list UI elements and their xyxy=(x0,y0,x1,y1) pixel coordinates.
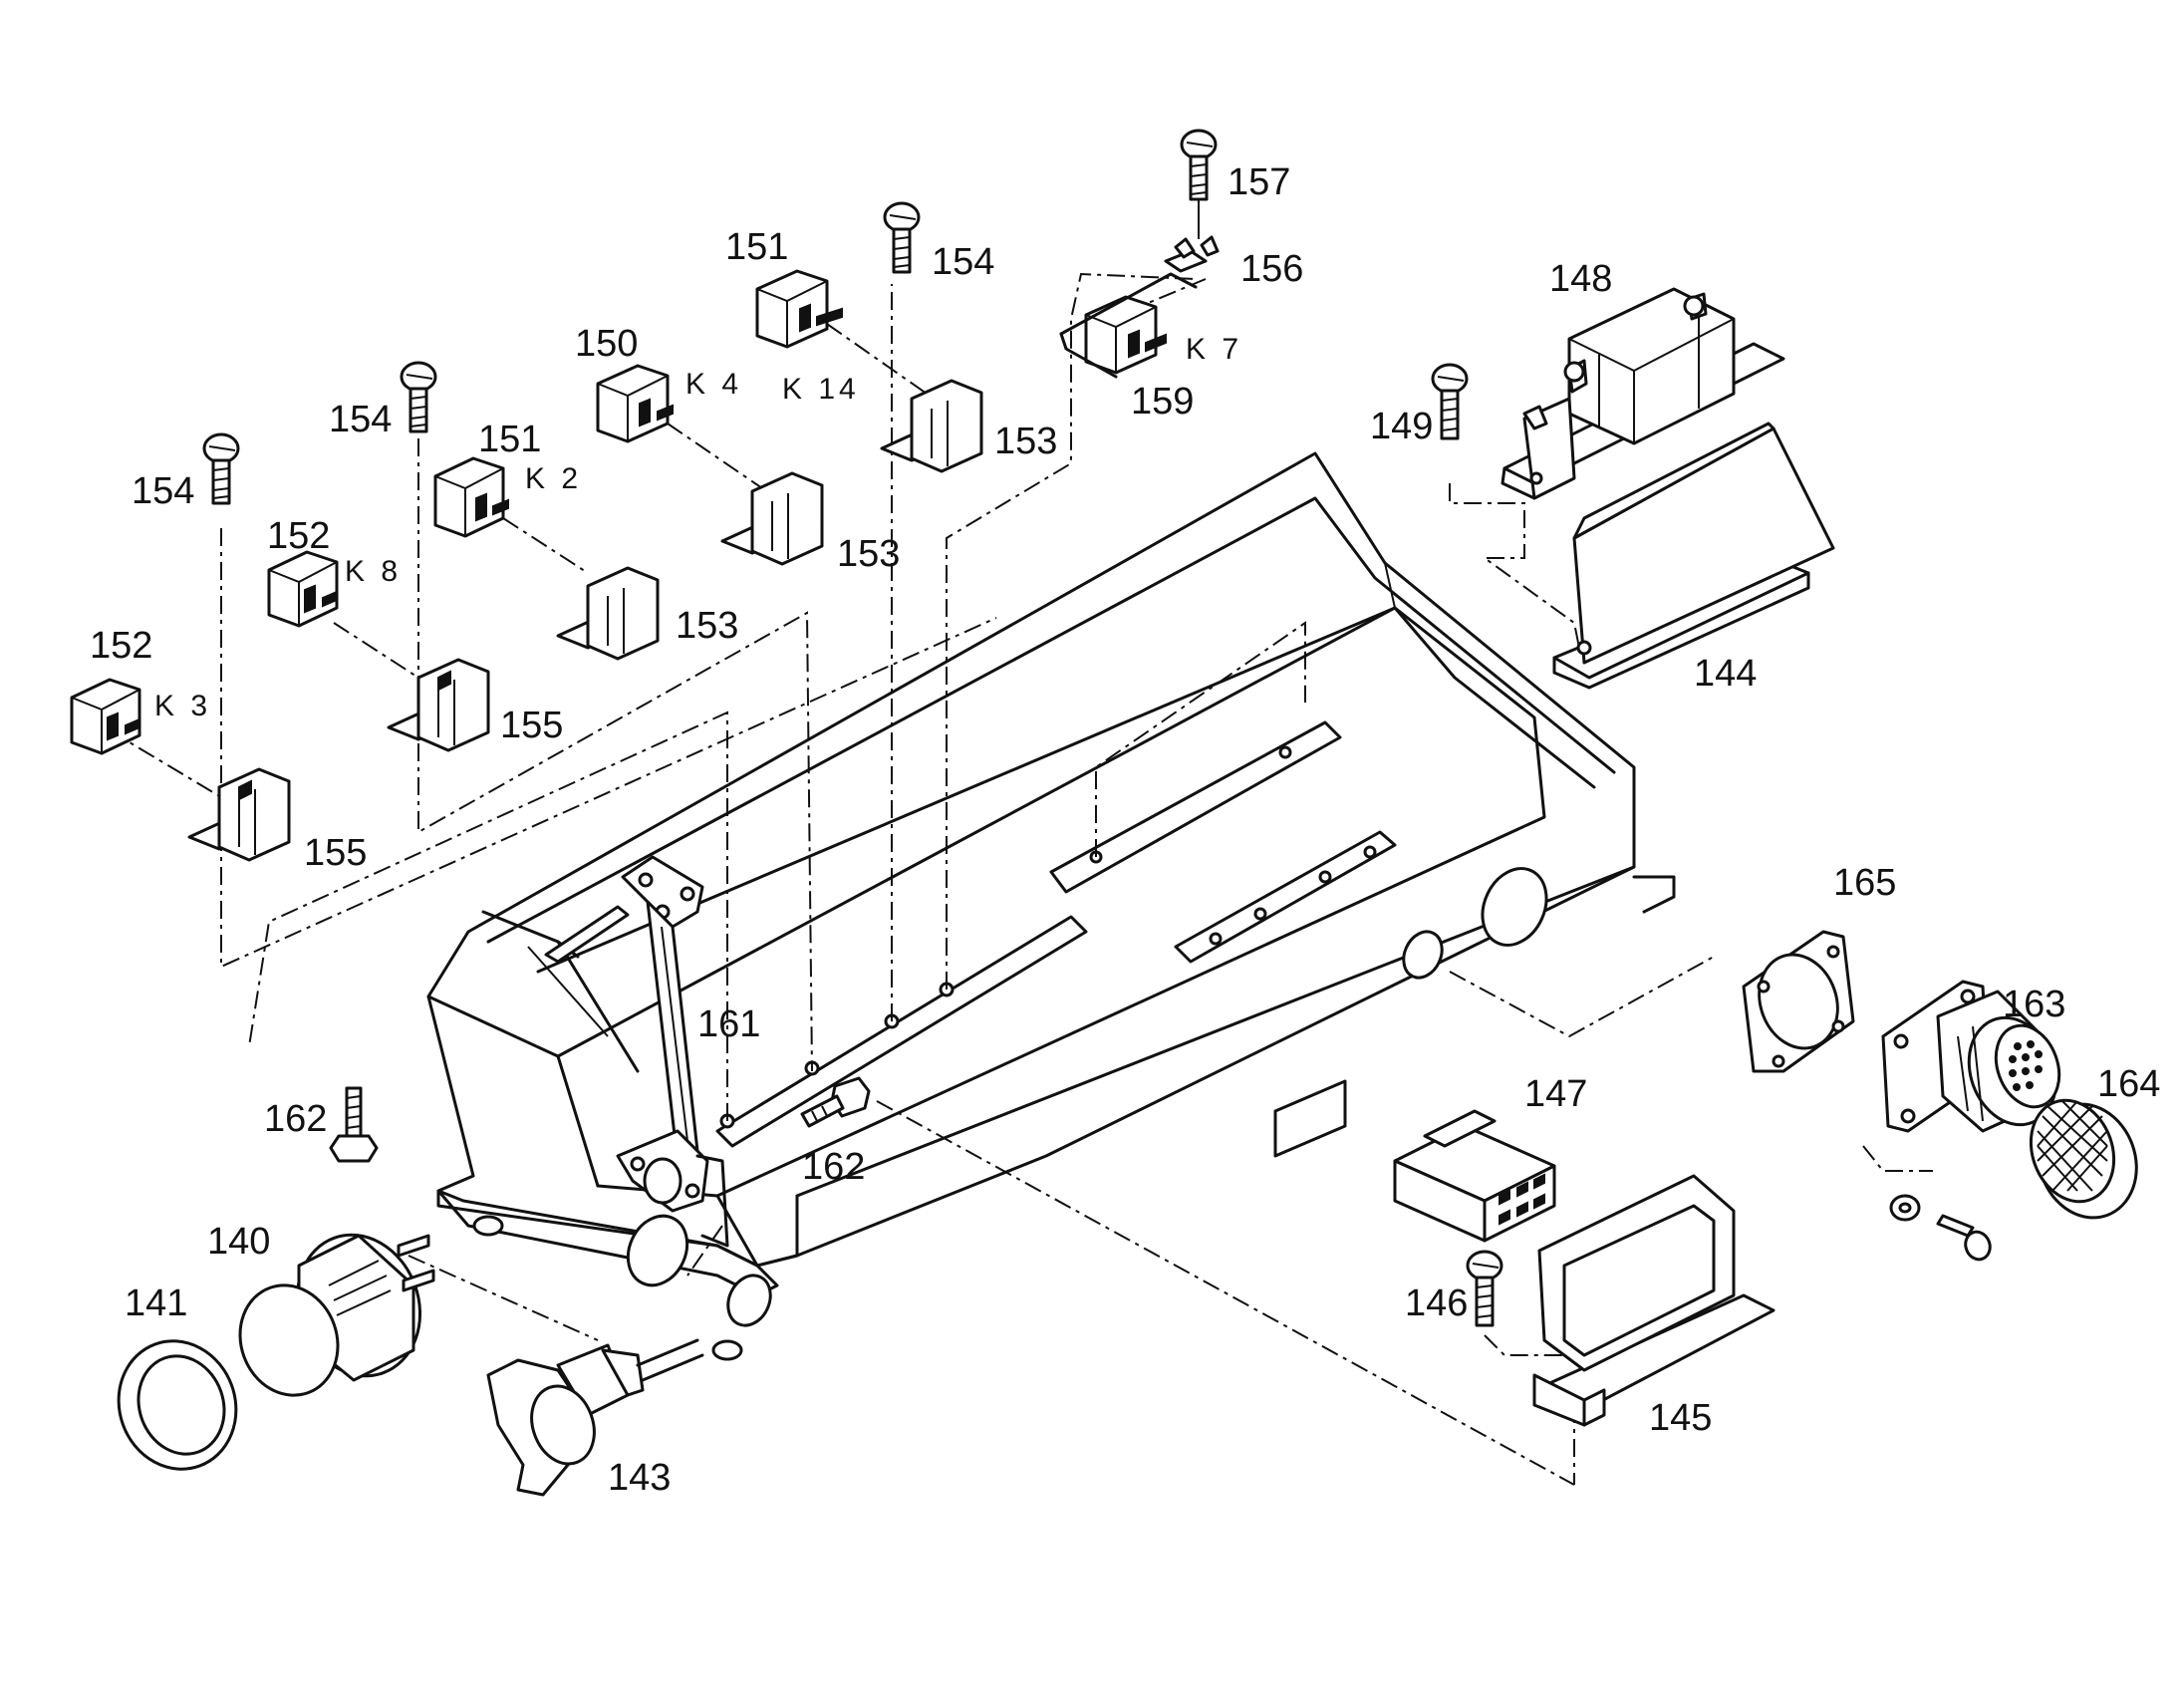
label-147: 147 xyxy=(1524,1073,1587,1115)
relay-socket-155-lower xyxy=(187,767,291,862)
screw-154-right xyxy=(883,201,921,274)
label-145: 145 xyxy=(1649,1397,1712,1439)
gasket-ring-141 xyxy=(117,1339,238,1471)
label-152: 152 xyxy=(90,625,152,667)
relay-k3 xyxy=(70,678,141,755)
cover-144 xyxy=(1552,422,1835,690)
flange-gasket-165 xyxy=(1742,930,1855,1073)
label-156: 156 xyxy=(1240,248,1303,290)
relay-socket-153-k2 xyxy=(556,566,660,661)
label-162: 162 xyxy=(264,1098,327,1140)
label-148: 148 xyxy=(1549,258,1612,300)
label-153: 153 xyxy=(676,605,738,647)
label-163: 163 xyxy=(2003,984,2065,1025)
chassis-housing xyxy=(426,451,1676,1361)
label-k7: K 7 xyxy=(1186,333,1242,366)
lever-bracket-161 xyxy=(616,855,729,1248)
screw-146 xyxy=(1466,1250,1503,1327)
label-144: 144 xyxy=(1694,653,1757,695)
label-150: 150 xyxy=(575,323,638,365)
screw-149 xyxy=(1431,363,1469,440)
connector-pins xyxy=(2009,1040,2043,1091)
label-157: 157 xyxy=(1228,161,1290,203)
screw-157 xyxy=(1180,129,1218,239)
label-153: 153 xyxy=(994,421,1057,462)
relay-k4 xyxy=(596,364,674,443)
label-161: 161 xyxy=(697,1003,760,1045)
wing-nut-156 xyxy=(1164,235,1220,273)
label-165: 165 xyxy=(1833,862,1896,904)
label-159: 159 xyxy=(1131,381,1194,423)
label-141: 141 xyxy=(125,1282,187,1324)
label-k14: K 14 xyxy=(782,373,860,406)
bolt-162-left xyxy=(329,1086,379,1163)
circular-connector-163 xyxy=(1881,980,2061,1133)
label-151: 151 xyxy=(478,419,541,460)
connector-140 xyxy=(238,1233,435,1397)
screw-154-middle xyxy=(400,361,437,433)
fuse-holder-143 xyxy=(486,1338,704,1497)
assembly-leader-lines xyxy=(109,272,1933,1486)
label-154: 154 xyxy=(932,241,994,283)
label-140: 140 xyxy=(207,1221,270,1263)
label-155: 155 xyxy=(500,705,563,746)
relay-k14 xyxy=(755,269,843,349)
washer-and-screw xyxy=(1889,1194,1992,1262)
label-154: 154 xyxy=(329,399,392,440)
label-k2: K 2 xyxy=(525,462,582,495)
relay-socket-155-upper xyxy=(387,658,490,752)
dust-cap-164 xyxy=(2029,1098,2138,1220)
terminal-housing-145 xyxy=(1532,1174,1775,1427)
label-149: 149 xyxy=(1370,406,1433,447)
relay-k8 xyxy=(267,550,339,628)
label-152: 152 xyxy=(267,515,330,557)
label-143: 143 xyxy=(608,1457,671,1499)
label-162: 162 xyxy=(802,1146,865,1188)
label-146: 146 xyxy=(1405,1282,1468,1324)
terminal-block-147 xyxy=(1393,1109,1556,1243)
relay-unit-148 xyxy=(1501,287,1785,500)
label-164: 164 xyxy=(2097,1063,2160,1105)
label-153: 153 xyxy=(837,533,900,575)
relay-socket-153-k4 xyxy=(720,471,824,566)
label-k4: K 4 xyxy=(685,368,742,401)
bolt-162-right xyxy=(800,1076,871,1128)
relay-k7 xyxy=(1059,272,1198,379)
label-151: 151 xyxy=(725,226,788,268)
label-k8: K 8 xyxy=(345,555,402,588)
part-number-labels: 152 152 154 154 154 155 155 151 151 150 … xyxy=(90,161,2160,1499)
screw-154-left xyxy=(202,432,240,505)
relay-socket-153-k14 xyxy=(880,379,983,473)
relay-k2 xyxy=(433,456,509,538)
relay-designation-labels: K 3 K 8 K 2 K 4 K 14 K 7 xyxy=(154,333,1242,722)
label-154: 154 xyxy=(132,470,194,512)
label-k3: K 3 xyxy=(154,690,211,722)
label-155: 155 xyxy=(304,832,367,874)
